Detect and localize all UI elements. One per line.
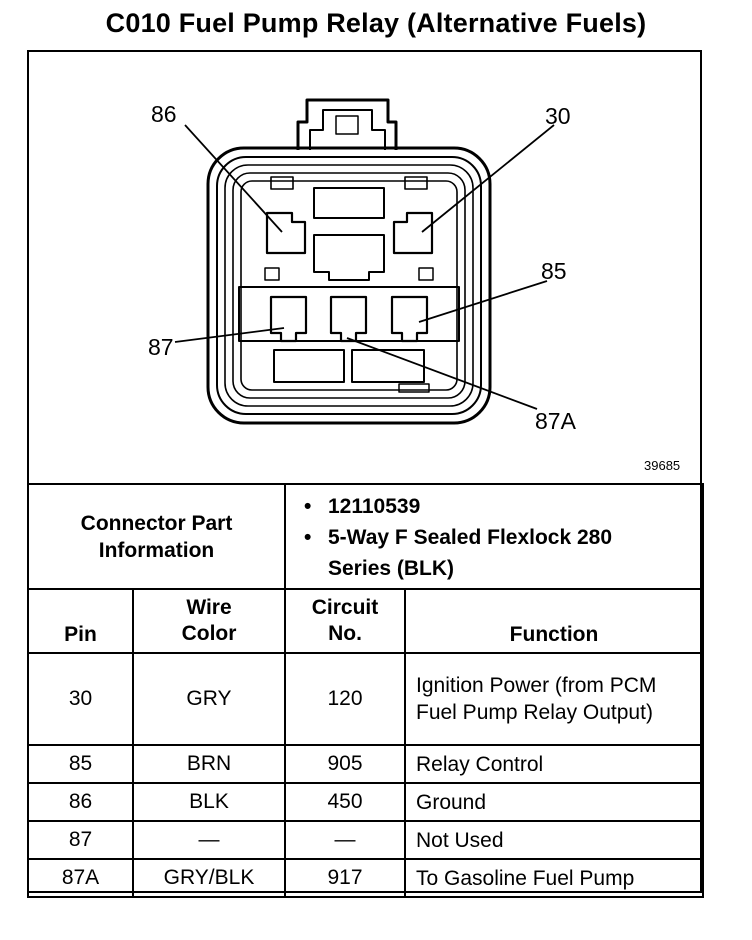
cell-pin: 30 [27,652,134,746]
pin-label-87a: 87A [535,408,577,434]
lock-tab-inner [309,109,386,150]
cell-circuit: 120 [284,652,406,746]
cell-pin: 85 [27,744,134,784]
small-key-right [418,267,434,281]
cell-circuit: — [284,820,406,860]
table-row: 30 GRY 120 Ignition Power (from PCM Fuel… [27,652,704,746]
connector-diagram: 86 30 85 87 87A [27,50,702,483]
cell-wire-color: BRN [132,744,286,784]
cell-wire-color: GRY [132,652,286,746]
header-pin: Pin [27,588,134,654]
bottom-rib-right [351,349,425,383]
housing-seal-2 [224,164,474,407]
cavity-87 [269,295,308,343]
table-row: 87A GRY/BLK 917 To Gasoline Fuel Pump [27,858,704,898]
cavity-30 [392,211,434,255]
connector-info-item: •5-Way F Sealed Flexlock 280 Series (BLK… [304,526,613,580]
pin-label-85: 85 [541,258,567,284]
cell-pin: 86 [27,782,134,822]
table-row: 85 BRN 905 Relay Control [27,744,704,784]
connector-info-list: •12110539 •5-Way F Sealed Flexlock 280 S… [284,483,704,590]
leader-lines [174,124,555,410]
header-function: Function [404,588,704,654]
cell-pin: 87A [27,858,134,898]
cell-function: To Gasoline Fuel Pump [404,858,704,898]
pin-label-87: 87 [148,334,174,360]
housing-inner [240,180,458,391]
header-circuit: Circuit No. [284,588,406,654]
cell-pin: 87 [27,820,134,860]
housing-seal-3 [232,172,466,399]
housing-outer [206,146,492,425]
cell-function: Ignition Power (from PCM Fuel Pump Relay… [404,652,704,746]
housing-seal-1 [216,156,482,415]
cell-circuit: 450 [284,782,406,822]
cavity-86 [265,211,307,255]
cavity-87a [329,295,368,343]
header-wire-color: Wire Color [132,588,286,654]
pin-label-30: 30 [545,103,571,129]
page-title: C010 Fuel Pump Relay (Alternative Fuels) [105,8,647,38]
small-key-left [264,267,280,281]
connector-info-label: Connector Part Information [27,483,286,590]
pin-label-86: 86 [151,101,177,127]
figure-number: 39685 [644,458,681,473]
cell-wire-color: GRY/BLK [132,858,286,898]
bottom-notch [398,383,430,393]
upper-center-block [313,234,385,281]
center-key-slot [313,187,385,219]
cell-wire-color: BLK [132,782,286,822]
cell-function: Relay Control [404,744,704,784]
table-row: 86 BLK 450 Ground [27,782,704,822]
cell-function: Ground [404,782,704,822]
cell-circuit: 905 [284,744,406,784]
connector-face-drawing: 86 30 85 87 87A [148,98,577,434]
table-row: 87 — — Not Used [27,820,704,860]
lock-tab-window [335,115,359,135]
key-right [404,176,428,190]
table-header-row: Pin Wire Color Circuit No. Function [27,588,704,654]
connector-info-item: •12110539 [304,495,421,518]
cell-circuit: 917 [284,858,406,898]
key-left [270,176,294,190]
connector-table: Connector Part Information •12110539 •5-… [27,483,704,898]
cell-wire-color: — [132,820,286,860]
lock-tab-outer [296,98,398,150]
cell-function: Not Used [404,820,704,860]
connector-info-row: Connector Part Information •12110539 •5-… [27,483,704,590]
cavity-85 [390,295,429,343]
bottom-rib-left [273,349,345,383]
